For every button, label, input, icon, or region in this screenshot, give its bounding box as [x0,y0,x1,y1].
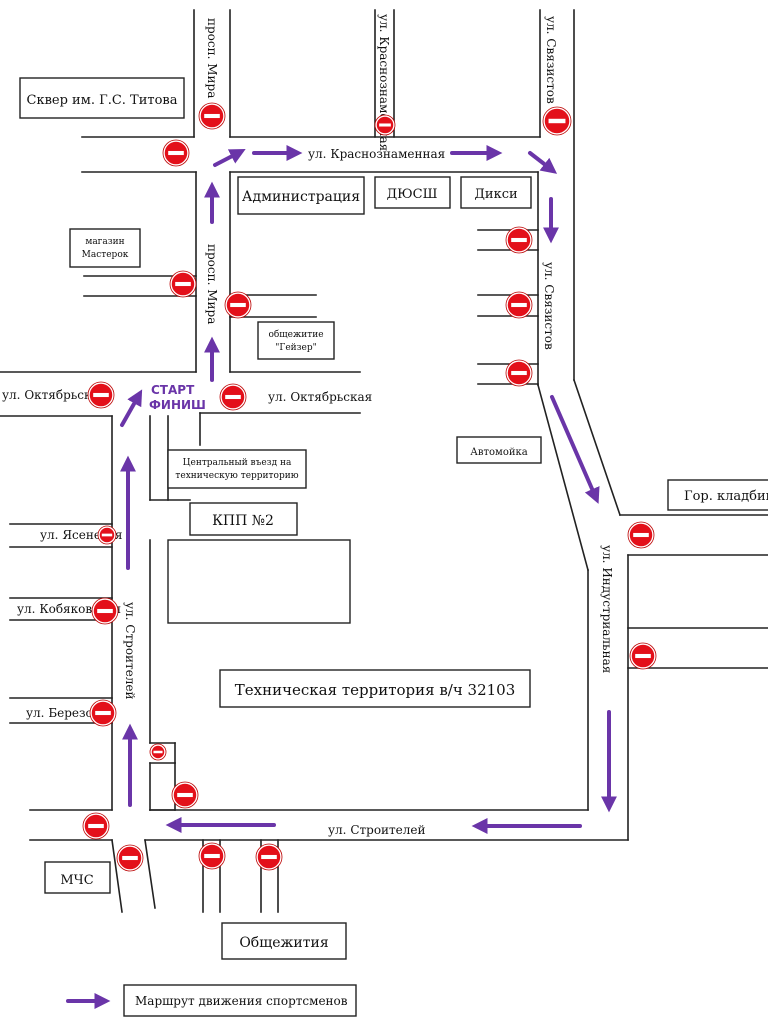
svg-text:КПП №2: КПП №2 [212,513,274,529]
legend-box [123,984,357,1017]
no-entry-sign-icon [505,226,533,254]
svg-text:общежитие: общежитие [268,329,323,340]
building-kladbishe: Гор. кладбище [667,479,768,511]
no-entry-sign-icon [91,597,119,625]
no-entry-sign-icon [198,842,226,870]
route-arrow-8 [550,395,600,504]
svg-text:Администрация: Администрация [242,189,360,205]
no-entry-sign-icon [627,521,655,549]
street-label-svyazistov-top: ул. Связистов [544,16,558,104]
building-kpp: КПП №2 [189,502,298,536]
no-entry-sign-icon [255,843,283,871]
svg-text:Техническая территория в/ч 321: Техническая территория в/ч 32103 [235,681,516,699]
no-entry-sign-icon [149,743,167,761]
no-entry-sign-icon [198,102,226,130]
no-entry-sign-icon [374,114,396,136]
street-label-svyazistov: ул. Связистов [542,262,556,350]
svg-text:МЧС: МЧС [60,873,93,888]
finish-label: ФИНИШ [149,398,206,412]
street-label-stroiteley-h: ул. Строителей [328,823,426,837]
street-label-mira-top: просп. Мира [205,18,219,98]
route-arrows [120,145,617,834]
route-arrow-3 [213,149,246,167]
svg-text:Общежития: Общежития [239,935,328,951]
svg-text:Автомойка: Автомойка [470,447,527,458]
no-entry-sign-icon [224,291,252,319]
building-obshezhitiya: Общежития [221,922,347,960]
street-label-mira-mid: просп. Мира [205,244,219,324]
building-avtomoyka: Автомойка [456,436,542,464]
no-entry-sign-icon [505,359,533,387]
svg-text:"Гейзер": "Гейзер" [275,343,317,353]
building-tech-label: Техническая территория в/ч 32103 [219,669,531,708]
no-entry-sign-icon [162,139,190,167]
no-entry-sign-icon [542,106,572,136]
street-label-oktyabr-right: ул. Октябрьская [268,390,372,404]
svg-text:Гор. кладбище: Гор. кладбище [684,489,768,504]
no-entry-signs [82,102,657,872]
svg-text:Мастерок: Мастерок [82,250,129,260]
no-entry-sign-icon [116,844,144,872]
route-arrow-6 [528,151,558,174]
street-label-industrialnaya: ул. Индустриальная [600,545,614,673]
building-central-entry: Центральный въезд на техническую террито… [167,449,307,489]
svg-text:ДЮСШ: ДЮСШ [387,187,438,202]
no-entry-sign-icon [169,270,197,298]
svg-text:Дикси: Дикси [474,187,517,202]
legend-label: Маршрут движения спортсменов [135,994,348,1008]
building-geyser: общежитие "Гейзер" [257,321,335,360]
no-entry-sign-icon [629,642,657,670]
route-arrow-14 [120,389,143,427]
no-entry-sign-icon [89,699,117,727]
start-label: СТАРТ [151,383,195,397]
svg-text:магазин: магазин [85,237,124,247]
street-label-oktyabr-left: ул. Октябрьская [2,388,106,402]
street-label-krasnoznam: ул. Краснознаменная [308,147,445,161]
legend: Маршрут движения спортсменов [66,984,357,1017]
street-label-stroiteley-v: ул. Строителей [123,602,137,700]
svg-text:Сквер им. Г.С. Титова: Сквер им. Г.С. Титова [27,93,178,108]
building-admin: Администрация [237,176,365,215]
building-skver: Сквер им. Г.С. Титова [19,77,185,119]
no-entry-sign-icon [219,383,247,411]
no-entry-sign-icon [505,291,533,319]
building-diksi: Дикси [460,176,532,209]
no-entry-sign-icon [97,525,117,545]
building-mchs: МЧС [44,861,111,894]
no-entry-sign-icon [82,812,110,840]
building-dyussh: ДЮСШ [374,176,451,209]
svg-text:Центральный въезд на: Центральный въезд на [183,458,292,468]
building-magazin: магазин Мастерок [69,228,141,268]
svg-text:техническую территорию: техническую территорию [175,471,298,481]
no-entry-sign-icon [171,781,199,809]
no-entry-sign-icon [87,381,115,409]
building-warehouse [167,539,351,624]
